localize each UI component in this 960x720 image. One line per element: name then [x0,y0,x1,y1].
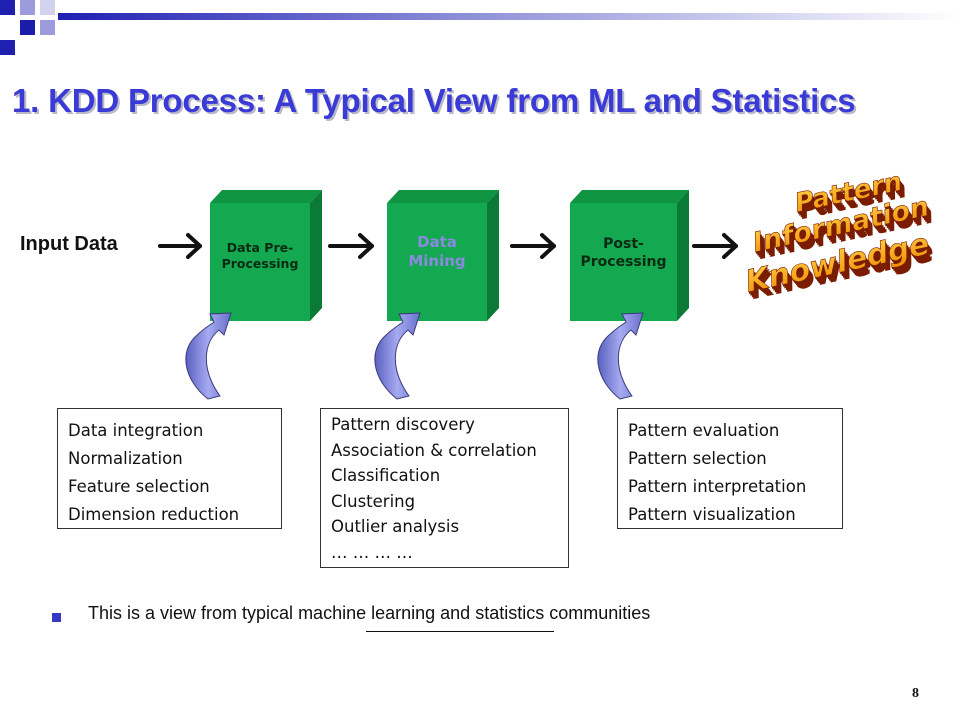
bullet-icon [52,613,61,622]
bullet-text-underlined: machine learning [298,603,441,623]
flow-arrow-icon [692,233,738,259]
list-item: Feature selection [68,477,210,496]
list-item: Outlier analysis [331,517,460,536]
curved-arrow-icon [597,312,644,400]
bullet-text-end: and statistics communities [440,603,651,623]
flow-arrow-icon [158,233,202,259]
header-bar [58,13,960,20]
list-item: Association & correlation [331,440,537,460]
list-item: Pattern evaluation [628,421,780,440]
stage-label-postprocessing: Post-Processing [580,236,667,270]
page-title: 1. KDD Process: A Typical View from ML a… [12,82,856,119]
bullet-text-start: This is a view from typical [88,603,299,623]
header-square [40,0,55,15]
header-square [20,0,35,15]
list-item: Pattern interpretation [628,477,807,496]
stage-box-postprocessing [570,190,689,321]
list-item: Data integration [68,421,204,440]
curved-arrow-icon [374,312,421,400]
list-item: Clustering [331,491,416,511]
header-square [0,40,15,55]
header-square [40,20,55,35]
mining-tasks-box: Pattern discovery Association & correlat… [320,408,569,568]
input-data-label: Input Data [20,233,118,255]
list-item: Pattern discovery [331,415,475,434]
flow-arrow-icon [510,233,556,259]
stage-box-mining [387,190,499,321]
stage-box-preprocessing [210,190,322,321]
list-item: Pattern visualization [628,505,796,524]
stage-label-preprocessing: Data Pre-Processing [221,240,299,271]
list-item: … … … … [331,542,413,562]
preprocessing-tasks-box: Data integration Normalization Feature s… [57,408,282,529]
postprocessing-tasks-box: Pattern evaluation Pattern selection Pat… [617,408,843,529]
page-number: 8 [912,686,919,701]
curved-arrow-icon [185,312,232,400]
list-item: Normalization [68,449,183,468]
flow-arrow-icon [328,233,374,259]
header-square [20,20,35,35]
header-square [0,0,15,15]
bullet-text: This is a view from typical machine lear… [88,603,650,624]
header-decoration [0,0,960,55]
underline-rule [366,631,554,632]
output-wordart: Pattern Pattern Pattern Pattern Pattern … [742,167,937,307]
list-item: Classification [331,466,441,485]
list-item: Dimension reduction [68,505,240,524]
list-item: Pattern selection [628,449,767,468]
